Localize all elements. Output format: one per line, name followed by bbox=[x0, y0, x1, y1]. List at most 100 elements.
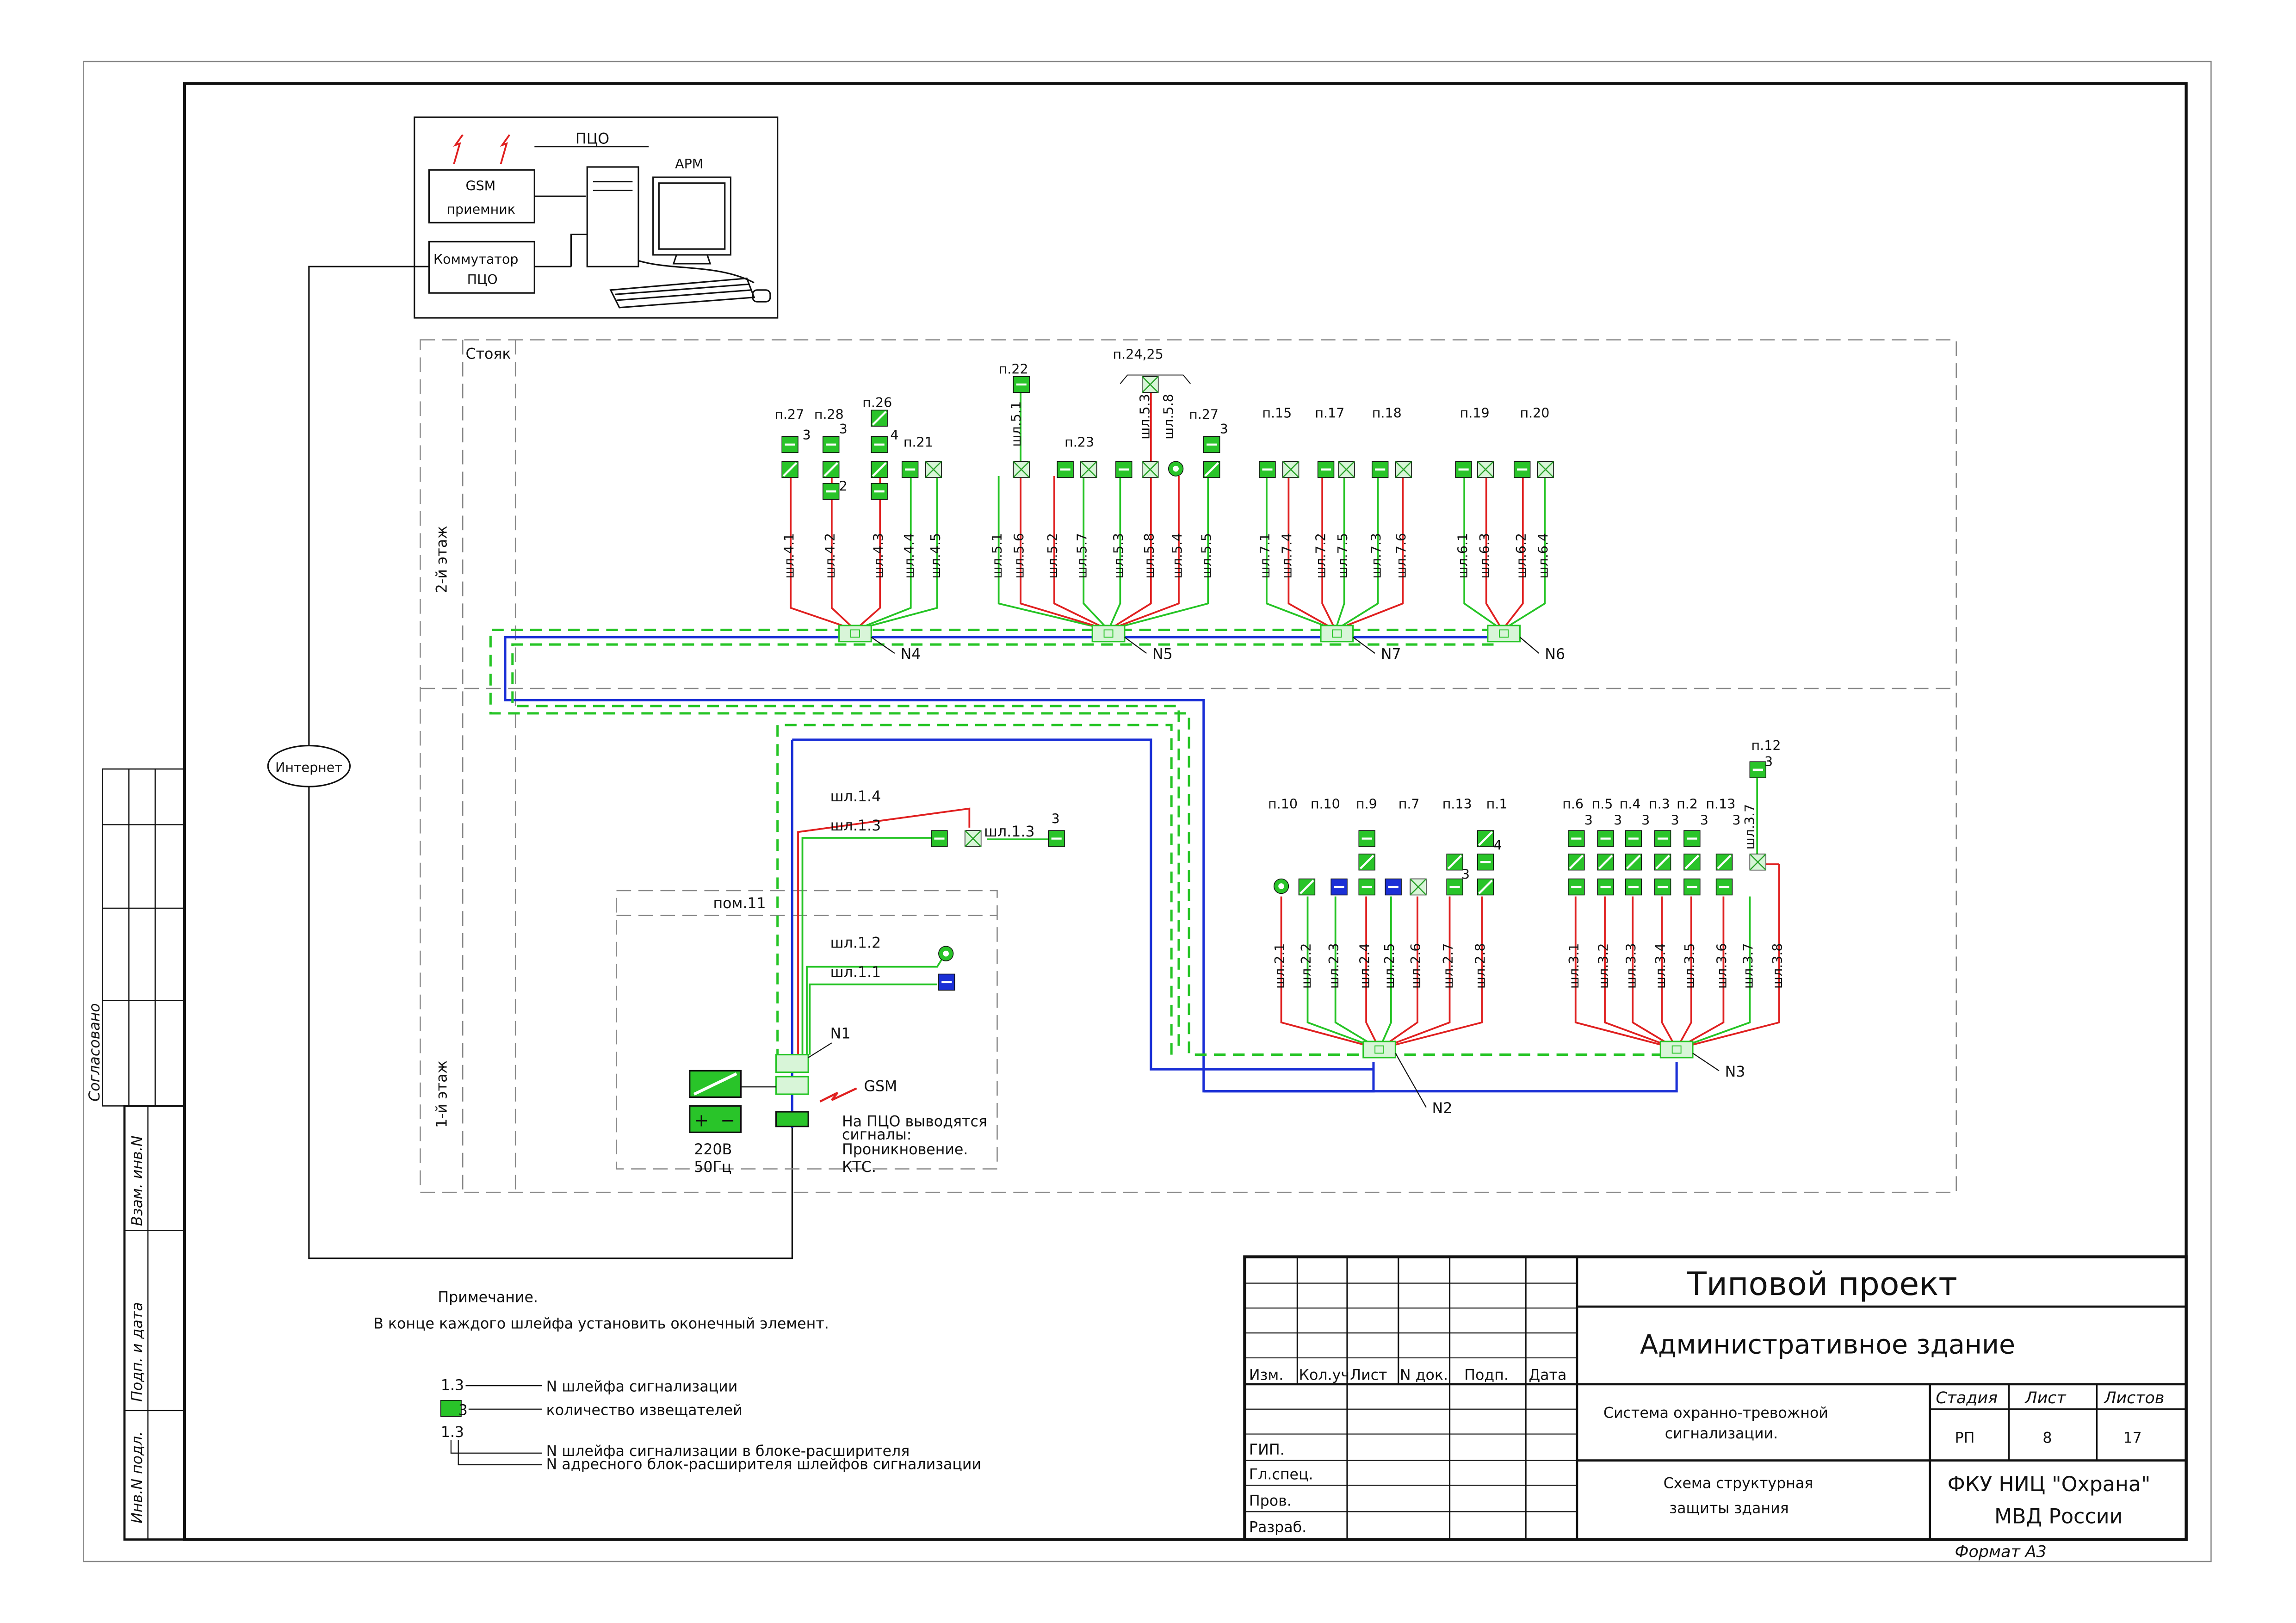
loop-label: шл.5.3 bbox=[1138, 394, 1153, 440]
detector-icon bbox=[1654, 854, 1671, 871]
side-stamp-inv-replace: Взам. инв.N bbox=[129, 1135, 146, 1226]
expander-box bbox=[1091, 625, 1126, 643]
detector-cross bbox=[1749, 853, 1767, 871]
detector-icon bbox=[1013, 376, 1030, 393]
expander-mark bbox=[1332, 629, 1342, 638]
detector-round-core bbox=[1173, 465, 1179, 472]
loop-label: шл.3.5 bbox=[1682, 943, 1697, 989]
detector-icon bbox=[1141, 376, 1159, 393]
count-label: 4 bbox=[1493, 837, 1502, 853]
loop-label: шл.1.2 bbox=[830, 935, 881, 951]
expander-mark bbox=[1374, 1045, 1385, 1054]
room-label: п.10 bbox=[1268, 797, 1298, 812]
room-label: п.26 bbox=[862, 395, 892, 410]
loop-label: шл.1.3 bbox=[984, 824, 1035, 840]
detector-icon bbox=[1141, 461, 1159, 478]
pco-block bbox=[414, 116, 779, 319]
detector-diagonal bbox=[1447, 855, 1462, 870]
detector-icon bbox=[1568, 854, 1585, 871]
legend-code-1: 1.3 bbox=[441, 1377, 464, 1394]
room-label: п.18 bbox=[1372, 405, 1402, 421]
loop-label: шл.6.3 bbox=[1477, 533, 1492, 579]
loop-label: шл.1.1 bbox=[830, 964, 881, 981]
detector-diagonal bbox=[823, 462, 839, 477]
n1-gsm: GSM bbox=[864, 1078, 897, 1095]
detector-icon bbox=[1749, 761, 1766, 778]
note-heading: Примечание. bbox=[438, 1289, 538, 1306]
internet-node bbox=[267, 744, 351, 787]
room-label: п.1 bbox=[1486, 797, 1508, 812]
expander-label: N7 bbox=[1381, 646, 1401, 663]
loop-wire bbox=[1502, 476, 1546, 631]
detector-icon bbox=[1477, 854, 1494, 871]
detector-icon bbox=[925, 461, 942, 478]
loop-label: шл.5.5 bbox=[1199, 533, 1214, 579]
loop-wire bbox=[1108, 476, 1152, 631]
sheets-value: 17 bbox=[2123, 1430, 2142, 1447]
loop-wire bbox=[1334, 896, 1380, 1050]
loop-wire bbox=[854, 476, 912, 631]
room-label: п.5 bbox=[1592, 797, 1613, 812]
detector-cross bbox=[1080, 461, 1097, 478]
col-izm: Изм. bbox=[1249, 1367, 1283, 1383]
detector-icon bbox=[1358, 878, 1375, 896]
pco-switch-box bbox=[428, 241, 535, 294]
expander-leader bbox=[1692, 1053, 1720, 1072]
svg-text:+: + bbox=[694, 1110, 709, 1131]
internet-label: Интернет bbox=[275, 760, 342, 775]
detector-icon bbox=[1371, 461, 1389, 478]
side-stamp-agreed: Согласовано bbox=[87, 1003, 103, 1102]
loop-label: шл.5.8 bbox=[1161, 394, 1176, 440]
detector-cross bbox=[1013, 461, 1030, 478]
detector-icon bbox=[1683, 878, 1701, 896]
loop-wire bbox=[830, 476, 856, 631]
side-stamp-inv-orig: Инв.N подл. bbox=[129, 1431, 146, 1524]
loop-wire bbox=[1632, 896, 1677, 1050]
gsm-receiver-line1: GSM bbox=[466, 179, 496, 194]
room-label: п.24,25 bbox=[1113, 347, 1163, 362]
expanders bbox=[741, 625, 1720, 1127]
detector-body bbox=[1203, 436, 1220, 453]
detector-icon bbox=[1115, 461, 1133, 478]
col-podp: Подп. bbox=[1464, 1367, 1509, 1383]
room-label: п.27 bbox=[1189, 407, 1219, 422]
detector-round-core bbox=[943, 950, 949, 957]
room-label: п.12 bbox=[1751, 738, 1781, 753]
detector-icon bbox=[1395, 461, 1412, 478]
count-label: 2 bbox=[839, 479, 848, 494]
detector-diagonal bbox=[1300, 880, 1314, 894]
project-type: Типовой проект bbox=[1686, 1265, 1957, 1303]
detector-icon bbox=[1654, 878, 1671, 896]
expander-box bbox=[775, 1076, 809, 1095]
n1-unit: +− bbox=[689, 1070, 857, 1133]
detector-icon bbox=[1625, 854, 1642, 871]
col-date: Дата bbox=[1529, 1367, 1566, 1383]
loop-wire bbox=[1676, 864, 1780, 1050]
pco-title: ПЦО bbox=[576, 130, 609, 147]
legend-text-3: N шлейфа сигнализации в блоке-расширител… bbox=[546, 1443, 910, 1460]
expander-mark bbox=[1103, 629, 1114, 638]
detector-diagonal bbox=[1569, 855, 1584, 870]
detector-icon bbox=[1338, 461, 1355, 478]
detector-icon bbox=[781, 461, 798, 478]
stage-header: Стадия bbox=[1936, 1389, 1998, 1407]
detectors bbox=[781, 376, 1767, 991]
expander-box bbox=[1487, 625, 1521, 643]
detector-icon bbox=[1203, 436, 1220, 453]
detector-cross bbox=[925, 461, 942, 478]
expander-leader bbox=[1124, 637, 1147, 654]
detector-icon bbox=[1298, 878, 1316, 896]
expander-box bbox=[1320, 625, 1354, 643]
room-label: п.6 bbox=[1562, 797, 1584, 812]
loop-wire bbox=[1676, 896, 1692, 1049]
detector-icon bbox=[1317, 461, 1335, 478]
pco-switch-line1: Коммутатор bbox=[433, 252, 519, 267]
room-label: п.19 bbox=[1460, 405, 1490, 421]
power-line2: 50Гц bbox=[694, 1159, 731, 1176]
expander-mark bbox=[850, 629, 860, 638]
loop-label: шл.4.3 bbox=[871, 533, 886, 579]
detector-icon bbox=[1455, 461, 1472, 478]
loop-wire bbox=[1365, 896, 1380, 1049]
col-ndok: N док. bbox=[1400, 1367, 1448, 1383]
loop-wire bbox=[1321, 476, 1337, 631]
